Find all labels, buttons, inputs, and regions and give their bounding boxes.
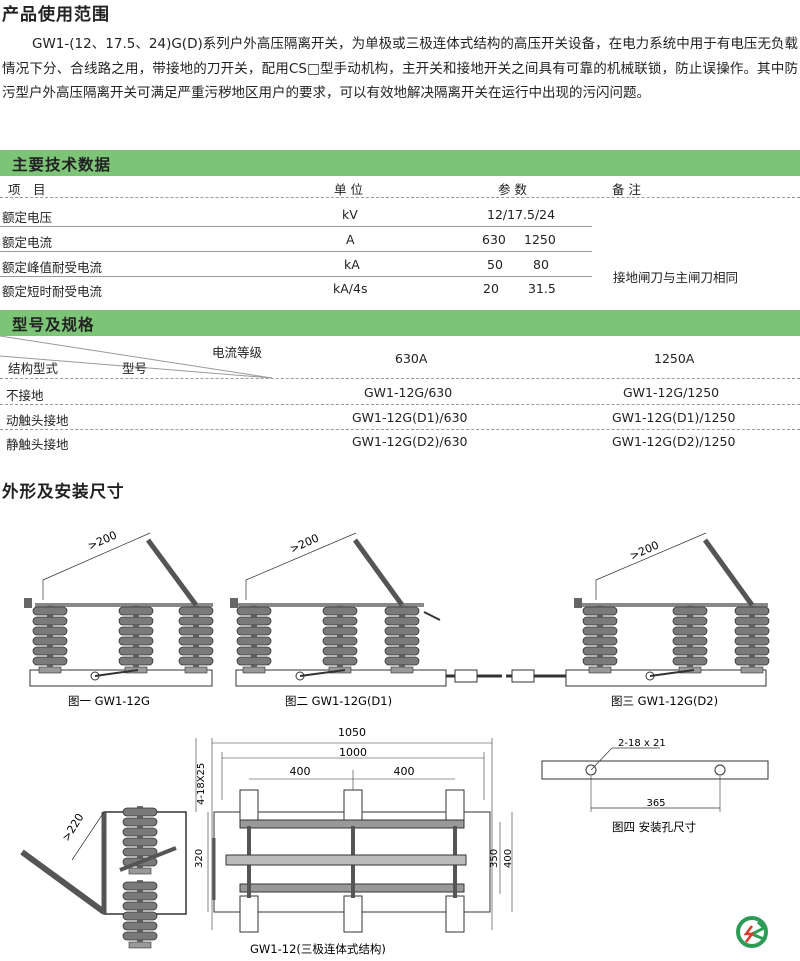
model-row-1250: GW1-12G(D2)/1250 [612,434,736,449]
corner-current: 电流等级 [212,345,263,360]
row-param: 630 [482,232,506,247]
company-logo [736,916,768,948]
col-630: 630A [395,351,428,366]
figure-1-drawing [24,532,214,687]
row-param: 31.5 [528,281,556,296]
remark-text: 接地闸刀与主闸刀相同 [613,270,739,285]
model-row-name: 静触头接地 [6,437,69,452]
model-row-name: 不接地 [6,388,44,403]
figure-5-side-drawing [20,805,187,949]
row-item: 额定电压 [2,210,53,225]
model-row-630: GW1-12G(D1)/630 [352,410,468,425]
dim-400-left: 400 [290,765,311,778]
figure-5-top-drawing [195,738,513,933]
section-title-tech: 主要技术数据 [12,156,112,174]
header-unit: 单 位 [334,182,363,197]
model-row-name: 动触头接地 [6,413,69,428]
dim-4x18: 4-18X25 [196,763,207,805]
row-item: 额定峰值耐受电流 [2,260,103,275]
fig1-caption: 图一 GW1-12G [68,694,150,708]
model-row-630: GW1-12G(D2)/630 [352,434,468,449]
tech-data-table: 项 目 单 位 参 数 备 注 额定电压 kV 12/17.5/24 额定电流 … [0,176,800,300]
corner-diagonal [0,336,273,379]
model-row-1250: GW1-12G/1250 [623,385,720,400]
section-title-usage: 产品使用范围 [2,5,110,25]
usage-paragraph: GW1-(12、17.5、24)G(D)系列户外高压隔离开关，为单极或三极连体式… [2,36,798,101]
row-item: 额定短时耐受电流 [2,284,103,299]
header-param: 参 数 [498,182,527,197]
dim-400-vertical: 400 [503,849,514,868]
section-title-model: 型号及规格 [12,316,95,334]
header-item: 项 目 [8,182,46,197]
fig5-dim-220: >220 [60,811,87,844]
fig2-dim-200: >200 [288,532,321,556]
dim-320: 320 [194,849,205,868]
row-param: 80 [533,257,549,272]
row-param: 50 [487,257,503,272]
row-unit: kV [342,207,358,222]
dim-350: 350 [489,849,500,868]
model-table: 电流等级 型号 结构型式 630A 1250A 不接地 GW1-12G/630 … [0,336,800,460]
row-param: 1250 [524,232,556,247]
corner-structure: 结构型式 [8,361,59,376]
fig3-caption: 图三 GW1-12G(D2) [611,694,718,708]
row-unit: kA [344,257,360,272]
tech-data-header-bar: 主要技术数据 [0,150,800,176]
dim-400-right: 400 [394,765,415,778]
model-row-630: GW1-12G/630 [364,385,453,400]
dim-1050: 1050 [338,726,366,739]
figure-4-drawing [541,747,769,812]
row-param: 20 [483,281,499,296]
model-row-1250: GW1-12G(D1)/1250 [612,410,736,425]
col-1250: 1250A [654,351,695,366]
dim-1000: 1000 [339,746,367,759]
figure-2-drawing [230,532,502,687]
figure-3-drawing [506,532,770,687]
fig5-caption: GW1-12(三极连体式结构) [250,942,386,956]
row-item: 额定电流 [2,235,53,250]
model-header-bar: 型号及规格 [0,310,800,336]
dim-365: 365 [646,798,665,809]
fig2-caption: 图二 GW1-12G(D1) [285,694,392,708]
fig4-caption: 图四 安装孔尺寸 [612,820,696,834]
row-param: 12/17.5/24 [487,207,556,222]
row-unit: A [346,232,355,247]
header-remark: 备 注 [612,182,641,197]
dimension-drawings: >200 >200 >200 [20,529,770,956]
section-title-dims: 外形及安装尺寸 [2,482,125,501]
corner-model: 型号 [122,361,148,376]
dim-2x18: 2-18 x 21 [618,738,666,749]
row-unit: kA/4s [333,281,368,296]
